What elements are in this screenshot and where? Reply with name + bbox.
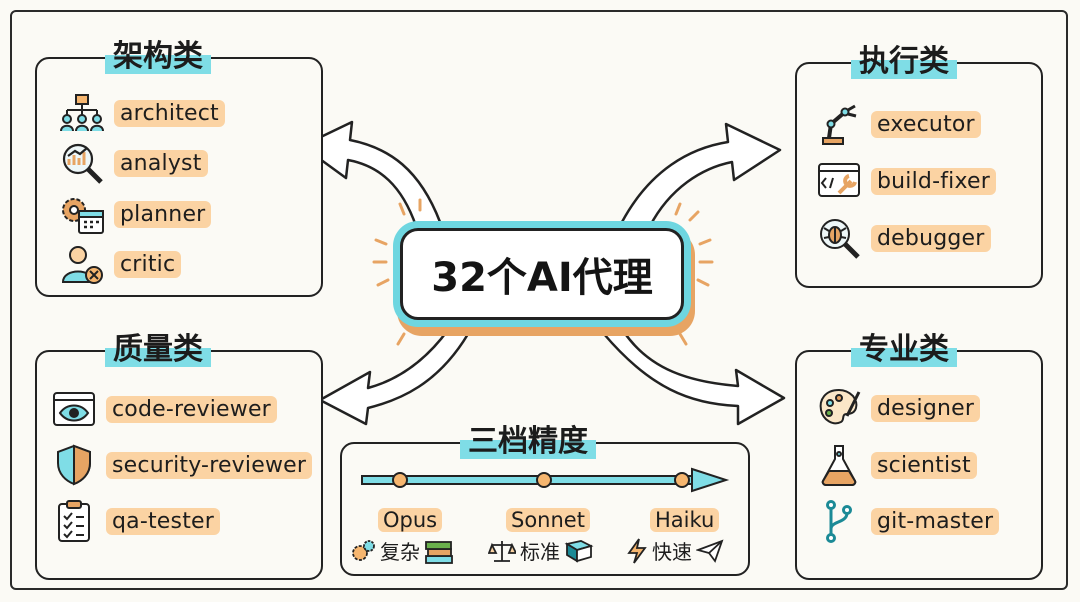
- shield-icon: [50, 443, 98, 487]
- agent-label-architect: architect: [114, 99, 225, 127]
- agent-label-qa-tester: qa-tester: [106, 507, 221, 535]
- agent-code-reviewer: code-reviewer: [50, 387, 277, 431]
- agent-executor: executor: [815, 102, 981, 146]
- user-x-icon: [58, 242, 106, 286]
- agent-label-debugger: debugger: [871, 224, 991, 252]
- book-icon: [564, 538, 594, 564]
- tier-haiku-desc-row: 快速: [626, 536, 724, 565]
- agent-git-master: git-master: [815, 499, 1000, 543]
- agent-architect: architect: [58, 91, 225, 135]
- magnifier-chart-icon: [58, 141, 106, 185]
- paper-plane-icon: [696, 538, 724, 563]
- agent-planner: planner: [58, 192, 212, 236]
- tier-name-opus: Opus: [378, 508, 443, 532]
- agent-label-critic: critic: [114, 250, 182, 278]
- tier-scale-bar: [361, 475, 693, 485]
- tier-desc-haiku: 快速: [652, 540, 692, 564]
- robot-arm-icon: [815, 102, 863, 146]
- org-chart-icon: [58, 91, 106, 135]
- tier-desc-sonnet: 标准: [520, 540, 560, 564]
- gears-icon: [350, 538, 376, 564]
- arrow-to-execution: [620, 122, 782, 228]
- tier-scale: [361, 467, 730, 493]
- palette-icon: [815, 386, 863, 430]
- tier-marker-opus: [392, 472, 408, 488]
- agent-build-fixer: build-fixer: [815, 159, 997, 203]
- agent-label-executor: executor: [871, 110, 981, 138]
- group-title-execution: 执行类: [851, 42, 957, 82]
- tiers-title: 三档精度: [460, 422, 596, 462]
- arrow-to-specialist: [602, 330, 786, 426]
- tier-sonnet-desc-row: 标准: [488, 536, 594, 565]
- tier-scale-arrowhead: [691, 467, 730, 493]
- group-title-specialist: 专业类: [851, 330, 957, 370]
- tier-name-haiku: Haiku: [650, 508, 720, 532]
- agent-qa-tester: qa-tester: [50, 499, 221, 543]
- scale-balance-icon: [488, 538, 516, 564]
- agent-label-code-reviewer: code-reviewer: [106, 395, 277, 423]
- checklist-icon: [50, 499, 98, 543]
- tier-marker-haiku: [674, 472, 690, 488]
- tier-desc-opus: 复杂: [380, 540, 420, 564]
- tier-opus-desc-row: 复杂: [350, 536, 454, 565]
- code-wrench-icon: [815, 159, 863, 203]
- agent-designer: designer: [815, 386, 981, 430]
- agent-debugger: debugger: [815, 216, 991, 260]
- lightning-icon: [626, 537, 648, 565]
- agent-critic: critic: [58, 242, 182, 286]
- agent-label-planner: planner: [114, 200, 212, 228]
- bug-magnifier-icon: [815, 216, 863, 260]
- agent-analyst: analyst: [58, 141, 208, 185]
- gear-calendar-icon: [58, 192, 106, 236]
- center-title: 32个AI代理: [400, 228, 684, 320]
- git-branch-icon: [815, 499, 863, 543]
- agent-label-scientist: scientist: [871, 451, 977, 479]
- arrow-to-quality: [318, 328, 470, 426]
- flask-icon: [815, 443, 863, 487]
- outer-frame: [10, 10, 1068, 590]
- group-title-architecture: 架构类: [105, 37, 211, 77]
- agent-security-reviewer: security-reviewer: [50, 443, 313, 487]
- tier-haiku: Haiku: [650, 508, 720, 532]
- agent-label-analyst: analyst: [114, 149, 208, 177]
- agent-label-git-master: git-master: [871, 507, 1000, 535]
- tier-sonnet: Sonnet: [506, 508, 590, 532]
- books-stack-icon: [424, 537, 454, 565]
- tier-name-sonnet: Sonnet: [506, 508, 590, 532]
- agent-label-designer: designer: [871, 394, 981, 422]
- tier-marker-sonnet: [536, 472, 552, 488]
- tier-opus: Opus: [378, 508, 443, 532]
- eye-window-icon: [50, 387, 98, 431]
- agent-label-build-fixer: build-fixer: [871, 167, 997, 195]
- agent-label-security-reviewer: security-reviewer: [106, 451, 313, 479]
- group-title-quality: 质量类: [105, 330, 211, 370]
- agent-scientist: scientist: [815, 443, 977, 487]
